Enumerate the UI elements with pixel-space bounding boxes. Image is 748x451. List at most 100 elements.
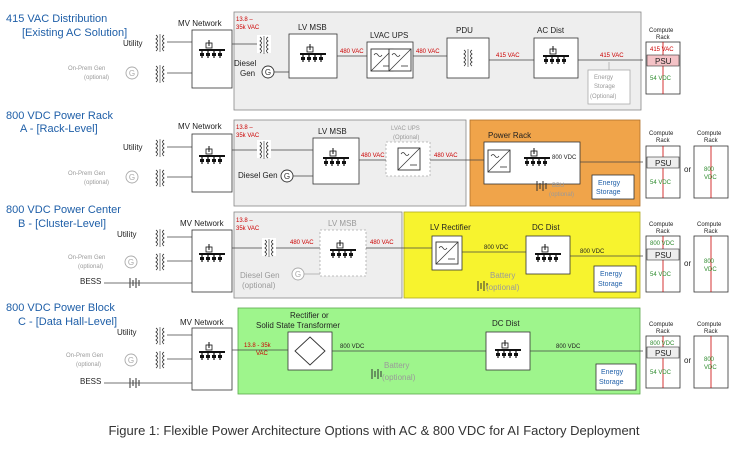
compute-rack-label-1: Compute [649,28,674,34]
battery-label-1: Battery [490,271,515,280]
utility-transformer-icon [152,325,168,346]
section-subtitle: A - [Rack-Level] [20,123,98,135]
utility-label: Utility [123,39,143,48]
voltage-800: 800 VDC [552,155,577,161]
compute-rack-label-2: Rack [656,138,671,144]
mv-voltage-2: 35k VAC [236,226,260,232]
onprem-transformer-icon [152,251,168,272]
compute-rack2-label-2: Rack [704,229,719,235]
voltage-800b: 800 VDC [580,249,605,255]
rack2-v1: 800 [704,357,715,363]
compute-rack-label-2: Rack [656,35,671,41]
section-subtitle: [Existing AC Solution] [22,27,127,39]
section-title: 415 VAC Distribution [6,13,107,25]
mv-network-label: MV Network [180,219,225,228]
es-label-1: Energy [601,369,624,376]
utility-transformer-icon [152,32,168,53]
mv-voltage-1: 13.8 - 35k [244,343,272,349]
dc-dist-box [525,235,571,275]
mv-network-box [191,229,233,293]
mv-voltage-2: 35k VAC [236,25,260,31]
diesel-generator-icon [291,267,305,281]
diode-bridge-icon [294,336,326,366]
es-label-2: Storage [596,189,621,196]
section-subtitle: B - [Cluster-Level] [18,218,106,230]
lv-msb-label: LV MSB [298,23,327,32]
mv-network-box [191,327,233,391]
psu-box [646,346,680,359]
pdu-transformer-icon [460,47,476,68]
compute-rack-label-1: Compute [649,131,674,137]
voltage-800a: 800 VDC [484,245,509,251]
voltage-480b: 480 VAC [434,153,458,159]
power-rack-rectifier-icon [487,149,511,173]
section-title: 800 VDC Power Center [6,204,121,216]
rectifier-label-1: Rectifier or [290,311,329,320]
rack2-v1: 800 [704,167,715,173]
rack-vin: 800 VDC [650,241,675,247]
mv-voltage-1: 13.8 – [236,125,253,131]
mv-voltage-2: VAC [256,351,269,357]
es-label-2: Storage [594,84,616,90]
onprem-transformer-icon [152,63,168,84]
onprem-gen-optional: (optional) [84,180,109,186]
compute-rack2-label-1: Compute [697,222,722,228]
onprem-gen-optional: (optional) [84,75,109,81]
figure-caption: Figure 1: Flexible Power Architecture Op… [108,423,640,438]
rack-vout: 54 VDC [650,272,672,278]
diesel-gen-label-2: Gen [240,69,255,78]
mv-network-box [191,29,233,89]
mv-voltage-1: 13.8 – [236,218,253,224]
onprem-generator-icon [124,255,138,269]
compute-rack-label-2: Rack [656,329,671,335]
voltage-800a: 800 VDC [340,344,365,350]
es-label-1: Energy [594,75,613,81]
section-subtitle: C - [Data Hall-Level] [18,316,117,328]
battery-label-2: (optional) [382,373,416,382]
diesel-gen-label: Diesel Gen [238,171,278,180]
psu-label: PSU [655,349,672,358]
psu-label: PSU [655,251,672,260]
ac-dist-label: AC Dist [537,26,565,35]
mv-lv-transformer-icon [256,34,272,55]
lv-msb-label: LV MSB [318,127,347,136]
onprem-gen-label: On-Prem Gen [68,255,105,261]
ups-optional-label-2: (Optional) [393,135,419,141]
diesel-generator-icon [261,65,275,79]
onprem-gen-label: On-Prem Gen [68,171,105,177]
rack-vin: 415 VAC [650,47,674,53]
onprem-generator-icon [124,353,138,367]
battery-label-2: (optional) [486,283,520,292]
compute-rack2-label-1: Compute [697,131,722,137]
utility-label: Utility [117,230,137,239]
rack-vout: 54 VDC [650,370,672,376]
voltage-415b: 415 VAC [600,53,624,59]
onprem-gen-label: On-Prem Gen [68,66,105,72]
section-title: 800 VDC Power Rack [6,110,113,122]
mv-voltage-1: 13.8 – [236,17,253,23]
section-cluster-level: 800 VDC Power Center B - [Cluster-Level]… [6,204,729,299]
onprem-gen-optional: (optional) [78,264,103,270]
section-title: 800 VDC Power Block [6,302,115,314]
voltage-415a: 415 VAC [496,53,520,59]
mv-network-label: MV Network [178,19,223,28]
voltage-480b: 480 VAC [416,49,440,55]
es-label-1: Energy [600,271,623,278]
energy-storage-box [593,265,637,293]
es-label-2: Storage [598,281,623,288]
utility-label: Utility [117,328,137,337]
diesel-gen-label-2: (optional) [242,281,276,290]
energy-storage-box [591,174,635,200]
compute-rack-label-2: Rack [656,229,671,235]
es-label-2: Storage [599,379,624,386]
bbu-label-1: BBU [552,183,564,189]
onprem-gen-label: On-Prem Gen [66,353,103,359]
compute-rack-label-1: Compute [649,222,674,228]
utility-transformer-icon [152,137,168,158]
mv-network-box [191,133,233,193]
psu-box [646,54,680,67]
pdu-label: PDU [456,26,473,35]
onprem-gen-optional: (optional) [76,362,101,368]
mv-network-label: MV Network [180,318,225,327]
lvac-ups-label: LVAC UPS [370,31,408,40]
